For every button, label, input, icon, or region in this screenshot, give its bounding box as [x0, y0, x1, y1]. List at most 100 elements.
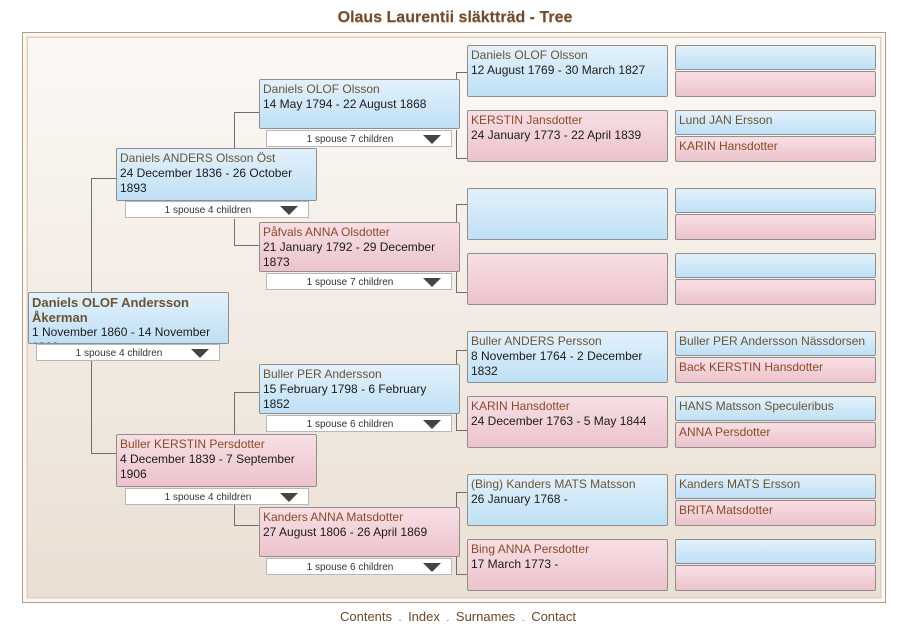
family-menu-paternal-grandmother[interactable]: 1 spouse 7 children: [266, 273, 452, 290]
person-name[interactable]: Kanders ANNA Matsdotter: [263, 510, 404, 524]
person-box-maternal-grandmother[interactable]: Kanders ANNA Matsdotter 27 August 1806 -…: [259, 507, 460, 557]
person-box-gen5-15[interactable]: [675, 539, 876, 564]
person-name[interactable]: (Bing) Kanders MATS Matsson: [471, 477, 636, 491]
person-box-gen5-9[interactable]: Buller PER Andersson Nässdorsen: [675, 331, 876, 356]
person-dates: 24 December 1763 - 5 May 1844: [471, 414, 647, 428]
person-box-root[interactable]: Daniels OLOF Andersson Åkerman 1 Novembe…: [28, 292, 229, 344]
person-box-gen5-16[interactable]: [675, 565, 876, 591]
person-box-gen5-8[interactable]: [675, 279, 876, 305]
dropdown-arrow-icon[interactable]: [423, 420, 441, 429]
person-name[interactable]: KARIN Hansdotter: [679, 139, 778, 153]
person-name[interactable]: HANS Matsson Speculeribus: [679, 399, 834, 413]
footer-link-surnames[interactable]: Surnames: [455, 609, 516, 624]
connector-line: [91, 361, 92, 453]
connector-line: [234, 505, 235, 525]
person-box-gen4-6[interactable]: KARIN Hansdotter 24 December 1763 - 5 Ma…: [467, 396, 668, 448]
footer-separator: .: [398, 613, 402, 624]
family-summary: 1 spouse 4 children: [164, 205, 252, 216]
footer-separator: .: [446, 613, 450, 624]
person-name[interactable]: KARIN Hansdotter: [471, 399, 570, 413]
person-name[interactable]: Buller PER Andersson Nässdorsen: [679, 334, 866, 348]
family-summary: 1 spouse 7 children: [306, 134, 394, 145]
person-box-gen5-13[interactable]: Kanders MATS Ersson: [675, 474, 876, 499]
person-box-gen4-7[interactable]: (Bing) Kanders MATS Matsson 26 January 1…: [467, 474, 668, 526]
connector-line: [456, 158, 467, 159]
dropdown-arrow-icon[interactable]: [423, 135, 441, 144]
person-name[interactable]: KERSTIN Jansdotter: [471, 113, 583, 127]
person-box-gen5-10[interactable]: Back KERSTIN Hansdotter: [675, 357, 876, 383]
person-box-mother[interactable]: Buller KERSTIN Persdotter 4 December 183…: [116, 434, 317, 487]
connector-line: [456, 204, 467, 205]
person-box-gen5-14[interactable]: BRITA Matsdotter: [675, 500, 876, 526]
family-menu-maternal-grandfather[interactable]: 1 spouse 6 children: [266, 415, 452, 432]
connector-line: [234, 245, 259, 246]
person-box-gen4-5[interactable]: Buller ANDERS Persson 8 November 1764 - …: [467, 331, 668, 383]
person-box-gen4-8[interactable]: Bing ANNA Persdotter 17 March 1773 -: [467, 539, 668, 591]
dropdown-arrow-icon[interactable]: [280, 206, 298, 215]
person-name[interactable]: Buller PER Andersson: [263, 367, 382, 381]
person-box-gen5-2[interactable]: [675, 71, 876, 97]
person-box-father[interactable]: Daniels ANDERS Olsson Öst 24 December 18…: [116, 148, 317, 201]
person-name[interactable]: Lund JAN Ersson: [679, 113, 773, 127]
connector-line: [234, 112, 235, 148]
person-name[interactable]: Daniels ANDERS Olsson Öst: [120, 151, 276, 165]
person-name[interactable]: Påfvals ANNA Olsdotter: [263, 225, 390, 239]
connector-line: [456, 72, 467, 73]
family-menu-root[interactable]: 1 spouse 4 children: [36, 344, 220, 361]
dropdown-arrow-icon[interactable]: [280, 493, 298, 502]
connector-line: [234, 219, 235, 245]
person-box-gen4-1[interactable]: Daniels OLOF Olsson 12 August 1769 - 30 …: [467, 45, 668, 97]
footer-link-contact[interactable]: Contact: [531, 609, 576, 624]
person-name[interactable]: Bing ANNA Persdotter: [471, 542, 590, 556]
family-summary: 1 spouse 6 children: [306, 562, 394, 573]
connector-line: [456, 574, 467, 575]
person-dates: 26 January 1768 -: [471, 492, 568, 506]
person-box-gen5-4[interactable]: KARIN Hansdotter: [675, 136, 876, 162]
footer-nav: Contents . Index . Surnames . Contact: [0, 609, 916, 624]
connector-line: [456, 272, 457, 292]
person-name[interactable]: ANNA Persdotter: [679, 425, 771, 439]
family-summary: 1 spouse 4 children: [164, 492, 252, 503]
person-box-gen4-2[interactable]: KERSTIN Jansdotter 24 January 1773 - 22 …: [467, 110, 668, 162]
person-box-gen5-1[interactable]: [675, 45, 876, 70]
person-box-gen4-4[interactable]: [467, 253, 668, 305]
person-name[interactable]: Back KERSTIN Hansdotter: [679, 360, 824, 374]
person-box-gen5-7[interactable]: [675, 253, 876, 278]
person-box-paternal-grandfather[interactable]: Daniels OLOF Olsson 14 May 1794 - 22 Aug…: [259, 79, 460, 129]
person-name[interactable]: Buller ANDERS Persson: [471, 334, 602, 348]
connector-line: [91, 178, 92, 293]
connector-line: [456, 414, 457, 430]
footer-link-contents[interactable]: Contents: [339, 609, 393, 624]
family-summary: 1 spouse 7 children: [306, 277, 394, 288]
person-name[interactable]: Daniels OLOF Olsson: [471, 48, 588, 62]
family-menu-maternal-grandmother[interactable]: 1 spouse 6 children: [266, 558, 452, 575]
person-dates: 15 February 1798 - 6 February 1852: [263, 382, 427, 411]
family-menu-mother[interactable]: 1 spouse 4 children: [125, 488, 309, 505]
person-dates: 27 August 1806 - 26 April 1869: [263, 525, 428, 539]
person-box-maternal-grandfather[interactable]: Buller PER Andersson 15 February 1798 - …: [259, 364, 460, 414]
person-name[interactable]: Daniels OLOF Andersson Åkerman: [32, 295, 189, 325]
connector-line: [456, 292, 467, 293]
family-menu-father[interactable]: 1 spouse 4 children: [125, 201, 309, 218]
person-box-gen4-3[interactable]: [467, 188, 668, 240]
person-box-paternal-grandmother[interactable]: Påfvals ANNA Olsdotter 21 January 1792 -…: [259, 222, 460, 272]
person-name[interactable]: Kanders MATS Ersson: [679, 477, 801, 491]
dropdown-arrow-icon[interactable]: [423, 563, 441, 572]
person-box-gen5-11[interactable]: HANS Matsson Speculeribus: [675, 396, 876, 421]
footer-link-index[interactable]: Index: [408, 609, 440, 624]
person-box-gen5-3[interactable]: Lund JAN Ersson: [675, 110, 876, 135]
connector-line: [456, 430, 467, 431]
person-name[interactable]: Daniels OLOF Olsson: [263, 82, 380, 96]
connector-line: [456, 557, 457, 574]
person-name[interactable]: Buller KERSTIN Persdotter: [120, 437, 265, 451]
person-box-gen5-12[interactable]: ANNA Persdotter: [675, 422, 876, 448]
dropdown-arrow-icon[interactable]: [423, 278, 441, 287]
person-dates: 24 December 1836 - 26 October 1893: [120, 166, 293, 195]
family-menu-paternal-grandfather[interactable]: 1 spouse 7 children: [266, 130, 452, 147]
dropdown-arrow-icon[interactable]: [191, 349, 209, 358]
person-name[interactable]: BRITA Matsdotter: [679, 503, 773, 517]
person-box-gen5-5[interactable]: [675, 188, 876, 213]
footer-separator: .: [521, 613, 525, 624]
person-box-gen5-6[interactable]: [675, 214, 876, 240]
